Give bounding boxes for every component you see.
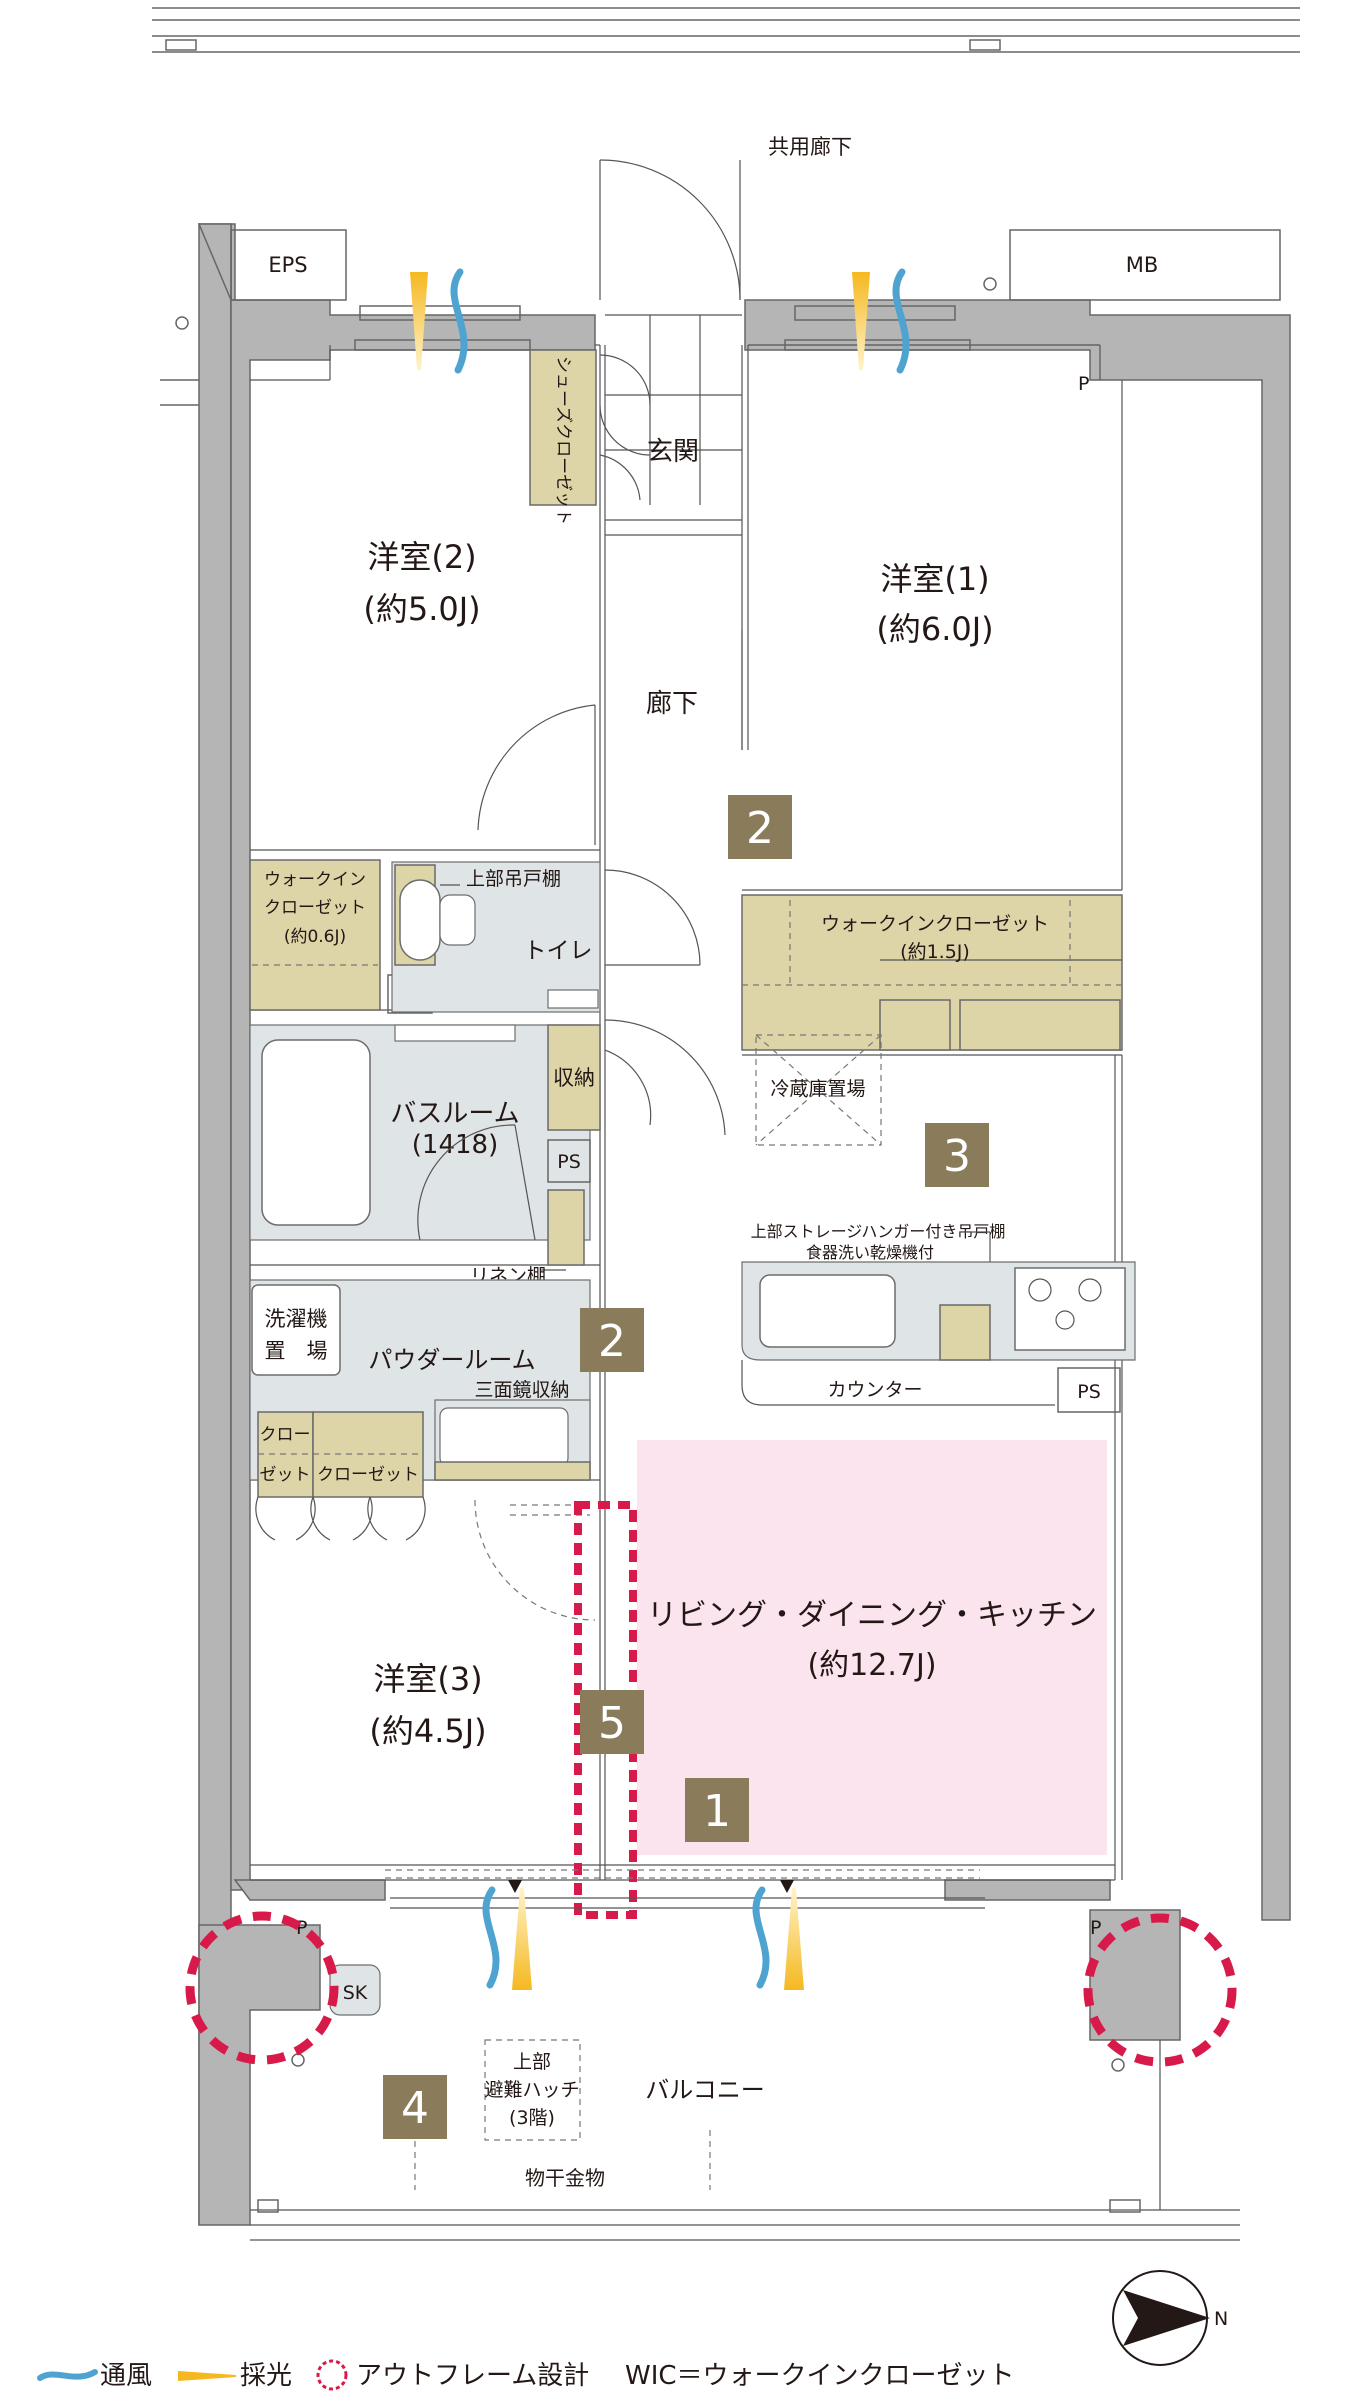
ventilation-icon-top-left — [450, 268, 468, 374]
outframe-legend-icon — [316, 2359, 348, 2391]
powder-label: パウダールーム — [368, 1346, 535, 1374]
laundry-label-2: 置 場 — [265, 1339, 328, 1363]
ldk-name: リビング・ダイニング・キッチン — [647, 1598, 1097, 1633]
kitchen-note-2: 食器洗い乾燥機付 — [806, 1243, 934, 1262]
top-windows — [354, 305, 971, 351]
corridor-label: 廊下 — [646, 689, 698, 719]
legend-outframe: アウトフレーム設計 — [356, 2361, 589, 2391]
room1-name: 洋室(1) — [880, 560, 989, 598]
toilet-label: トイレ — [524, 938, 593, 964]
balcony — [250, 2040, 1240, 2241]
room3-size: (約4.5J) — [369, 1712, 486, 1750]
closet-a-line1: クロー — [260, 1425, 311, 1445]
svg-text:4: 4 — [401, 2083, 429, 2134]
mb-box — [1009, 229, 1281, 301]
common-corridor-label: 共用廊下 — [768, 135, 852, 159]
ps-label-2: PS — [557, 1151, 581, 1173]
mb-label: MB — [1126, 253, 1159, 277]
north-label: N — [1214, 2308, 1228, 2330]
entrance-label: 玄関 — [647, 437, 699, 467]
room3-name: 洋室(3) — [373, 1660, 482, 1698]
ldk-size: (約12.7J) — [807, 1648, 936, 1683]
p-marker-right: P — [1090, 1917, 1101, 1939]
svg-text:2: 2 — [746, 803, 774, 854]
stove — [1014, 1267, 1126, 1351]
daylight-icon-top-right — [852, 272, 870, 370]
ventilation-icon-bottom-left — [482, 1886, 500, 1989]
legend-wic: WIC＝ウォークインクローゼット — [625, 2361, 1015, 2391]
upper-building-edge — [152, 7, 1300, 53]
p-marker-top: P — [1078, 373, 1089, 395]
ventilation-icon-bottom-right — [752, 1886, 770, 1989]
bathtub — [261, 1039, 371, 1226]
legend-ventilation: 通風 — [100, 2361, 152, 2391]
badge-5: 5 — [580, 1690, 644, 1754]
closet-a-line2: ゼット — [260, 1465, 311, 1485]
room2-name: 洋室(2) — [367, 538, 476, 576]
eps-box — [230, 229, 347, 301]
eps-label: EPS — [268, 253, 307, 277]
wic-small-line2: クローゼット — [264, 898, 366, 918]
wic-large-line1: ウォークインクローゼット — [821, 913, 1049, 935]
svg-text:3: 3 — [943, 1131, 971, 1182]
shoe-closet — [529, 349, 597, 506]
bathroom-label-1: バスルーム — [390, 1099, 519, 1129]
badge-1: 1 — [685, 1778, 749, 1842]
storage-closet — [547, 1024, 601, 1131]
hatch-line1: 上部 — [513, 2051, 551, 2073]
wic-small-line3: (約0.6J) — [284, 927, 346, 947]
daylight-icon-top-left — [410, 272, 428, 370]
p-marker-left: P — [296, 1917, 307, 1939]
legend-daylight: 採光 — [240, 2361, 292, 2391]
outframe-circle-left — [185, 1911, 339, 2065]
clothes-hanger-label: 物干金物 — [525, 2166, 605, 2190]
sk-label: SK — [343, 1982, 368, 2004]
ps-label-3: PS — [1077, 1381, 1101, 1403]
outframe-circle-right — [1083, 1913, 1237, 2067]
room2-door — [477, 704, 596, 845]
dishwasher — [939, 1304, 991, 1361]
evacuation-hatch — [484, 2039, 581, 2141]
north-arrow-icon: N — [1112, 2270, 1228, 2366]
daylight-icon-bottom-left — [508, 1880, 532, 1990]
badge-2-lower: 2 — [580, 1308, 644, 1372]
badge-3: 3 — [925, 1123, 989, 1187]
badge-2-upper: 2 — [728, 795, 792, 859]
svg-text:2: 2 — [598, 1316, 626, 1367]
kitchen-note-1: 上部ストレージハンガー付き吊戸棚 — [751, 1222, 1006, 1241]
legend: 通風 採光 アウトフレーム設計 WIC＝ウォークインクローゼット — [37, 2359, 1015, 2391]
upper-cabinet-label: 上部吊戸棚 — [466, 868, 561, 890]
ventilation-icon-top-right — [892, 268, 910, 374]
balcony-label: バルコニー — [645, 2076, 765, 2104]
ventilation-legend-icon — [37, 2369, 98, 2381]
bottom-windows — [385, 1869, 985, 1909]
kitchen-sink — [759, 1274, 896, 1348]
room1-size: (約6.0J) — [876, 610, 993, 648]
badge-4: 4 — [383, 2075, 447, 2139]
fridge-label: 冷蔵庫置場 — [770, 1078, 865, 1100]
daylight-icon-bottom-right — [780, 1880, 804, 1990]
hatch-line3: (3階) — [509, 2107, 555, 2129]
linen-shelf — [547, 1189, 585, 1266]
storage-label: 収納 — [553, 1066, 595, 1090]
hatch-line2: 避難ハッチ — [484, 2079, 579, 2101]
counter-label: カウンター — [827, 1379, 922, 1401]
ps-box-3 — [1057, 1367, 1121, 1413]
closet-b-label: クローゼット — [317, 1465, 419, 1485]
mirror-label: 三面鏡収納 — [474, 1379, 569, 1401]
shoe-closet-label: シューズクローゼット — [553, 356, 573, 525]
washer-space — [251, 1284, 341, 1376]
wic-small-line1: ウォークイン — [264, 870, 366, 890]
fridge-space — [755, 1034, 882, 1146]
toilet-bowl — [399, 879, 441, 961]
laundry-label-1: 洗濯機 — [265, 1307, 328, 1331]
wic-small — [249, 859, 381, 1011]
ps-box-2 — [547, 1139, 591, 1183]
svg-text:1: 1 — [703, 1786, 731, 1837]
room2-size: (約5.0J) — [363, 590, 480, 628]
wic-large-line2: (約1.5J) — [900, 941, 970, 963]
svg-text:5: 5 — [598, 1698, 626, 1749]
